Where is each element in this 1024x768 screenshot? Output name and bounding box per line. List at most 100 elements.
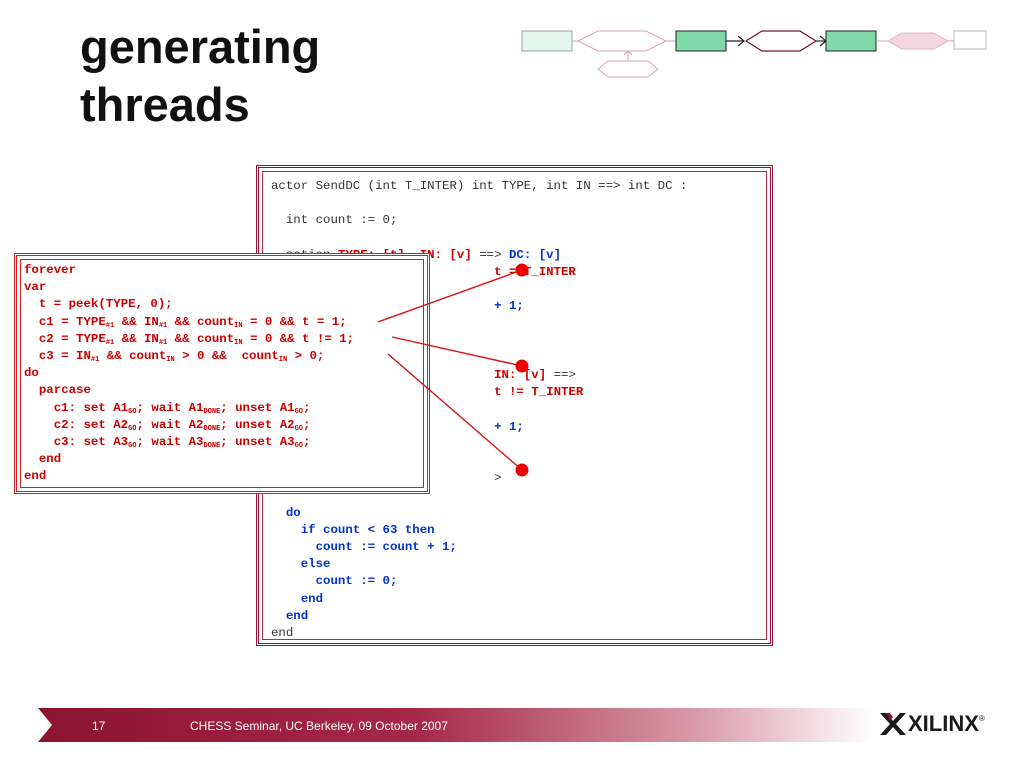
code-token: [271, 574, 316, 588]
code-token: ;: [303, 434, 311, 449]
code-subscript: IN: [234, 338, 243, 347]
xilinx-logo-text: XILINX: [908, 711, 979, 736]
code-subscript: GO: [294, 441, 304, 450]
code-subscript: #1: [158, 338, 168, 347]
code-token: t = T_INTER: [494, 264, 576, 279]
flow-diagram: [521, 30, 987, 78]
code-token: actor SendDC (int T_INTER) int TYPE, int…: [271, 179, 688, 193]
code-token: ;: [303, 417, 311, 432]
code-token: do: [285, 505, 301, 520]
code-token: forever: [24, 263, 77, 277]
code-token: t = peek(TYPE, 0);: [24, 297, 173, 312]
code-token: var: [24, 280, 47, 295]
actor-code-line: else: [271, 556, 687, 573]
code-token: else: [300, 557, 331, 572]
code-token: c1: set A1: [24, 400, 129, 415]
flow-link-3: [744, 30, 818, 52]
actor-code-line: end: [271, 625, 687, 642]
code-token: end: [285, 608, 309, 623]
code-token: c2: set A2: [24, 417, 129, 432]
forever-code-line: c1: set A1GO; wait A1DONE; unset A1GO;: [24, 400, 354, 417]
forever-code-line: end: [24, 451, 354, 468]
code-token: && IN: [114, 314, 159, 329]
code-token: && IN: [114, 331, 159, 346]
forever-code-line: c3: set A3GO; wait A3DONE; unset A3GO;: [24, 434, 354, 451]
code-token: && count: [167, 331, 235, 346]
code-token: >: [494, 471, 502, 486]
code-token: [271, 592, 301, 606]
code-token: ; wait A1: [136, 400, 204, 415]
code-token: ; unset A1: [220, 400, 295, 415]
code-token: do: [24, 366, 39, 381]
code-token: [271, 540, 316, 554]
code-token: + 1;: [494, 299, 524, 314]
actor-code-line: end: [271, 591, 687, 608]
footer-text: CHESS Seminar, UC Berkeley, 09 October 2…: [190, 719, 448, 733]
code-token: > 0;: [287, 348, 325, 363]
code-token: parcase: [24, 383, 91, 398]
flow-link-4: [886, 32, 950, 50]
xilinx-mark-icon: [880, 713, 906, 735]
flow-node-3: [825, 30, 877, 52]
code-token: end: [300, 591, 324, 606]
forever-code-line: end: [24, 468, 354, 485]
code-token: int count := 0;: [271, 213, 398, 228]
actor-code-line: int count := 0;: [271, 212, 687, 229]
flow-node-4: [953, 30, 987, 50]
code-token: && count: [167, 314, 235, 329]
actor-code-line: end: [271, 608, 687, 625]
code-subscript: GO: [128, 424, 137, 433]
code-subscript: IN: [278, 355, 288, 364]
code-token: end: [24, 452, 62, 467]
page-number: 17: [92, 719, 106, 733]
actor-code-line: count := count + 1;: [271, 539, 687, 556]
code-token: ==>: [471, 247, 509, 262]
code-token: = 0 && t = 1;: [242, 314, 347, 329]
code-token: end: [271, 625, 294, 640]
forever-code-line: c3 = IN#1 && countIN > 0 && countIN > 0;: [24, 348, 354, 365]
flow-arrowhead-3: [737, 35, 745, 47]
forever-code-line: c2: set A2GO; wait A2DONE; unset A2GO;: [24, 417, 354, 434]
code-token: count := 0;: [315, 574, 398, 589]
code-token: ; unset A2: [220, 417, 295, 432]
actor-code-line: [271, 230, 687, 247]
flow-up-arrowhead: [623, 50, 633, 56]
code-subscript: IN: [234, 321, 243, 330]
code-token: [271, 557, 301, 571]
code-token: ; unset A3: [220, 434, 295, 449]
code-token: ; wait A3: [136, 434, 204, 449]
code-subscript: DONE: [203, 407, 221, 416]
code-token: = 0 && t != 1;: [242, 331, 355, 346]
actor-code-line: actor SendDC (int T_INTER) int TYPE, int…: [271, 178, 687, 195]
code-token: [271, 523, 301, 537]
code-subscript: DONE: [203, 424, 221, 433]
title-line-1: generating: [80, 20, 321, 73]
code-token: [271, 506, 286, 520]
flow-node-2: [675, 30, 727, 52]
code-token: c1 = TYPE: [24, 314, 106, 329]
code-subscript: #1: [105, 338, 115, 347]
code-subscript: #1: [90, 355, 100, 364]
slide-title: generating threads: [80, 18, 320, 134]
forever-code-line: do: [24, 365, 354, 382]
code-subscript: #1: [105, 321, 115, 330]
code-subscript: #1: [158, 321, 168, 330]
code-subscript: IN: [166, 355, 175, 364]
footer-band: [38, 708, 874, 742]
footer-tab-notch: [38, 708, 52, 742]
forever-code-line: c2 = TYPE#1 && IN#1 && countIN = 0 && t …: [24, 331, 354, 348]
forever-code-line: var: [24, 279, 354, 296]
code-subscript: GO: [128, 441, 137, 450]
code-token: c2 = TYPE: [24, 331, 106, 346]
code-token: && count: [99, 348, 167, 363]
forever-code-line: forever: [24, 262, 354, 279]
actor-code-line: do: [271, 505, 687, 522]
flow-link-2: [597, 60, 659, 78]
forever-code-line: c1 = TYPE#1 && IN#1 && countIN = 0 && t …: [24, 314, 354, 331]
forever-code-line: parcase: [24, 382, 354, 399]
code-token: count := count + 1;: [315, 539, 457, 554]
code-subscript: GO: [294, 407, 304, 416]
code-token: + 1;: [494, 419, 524, 434]
